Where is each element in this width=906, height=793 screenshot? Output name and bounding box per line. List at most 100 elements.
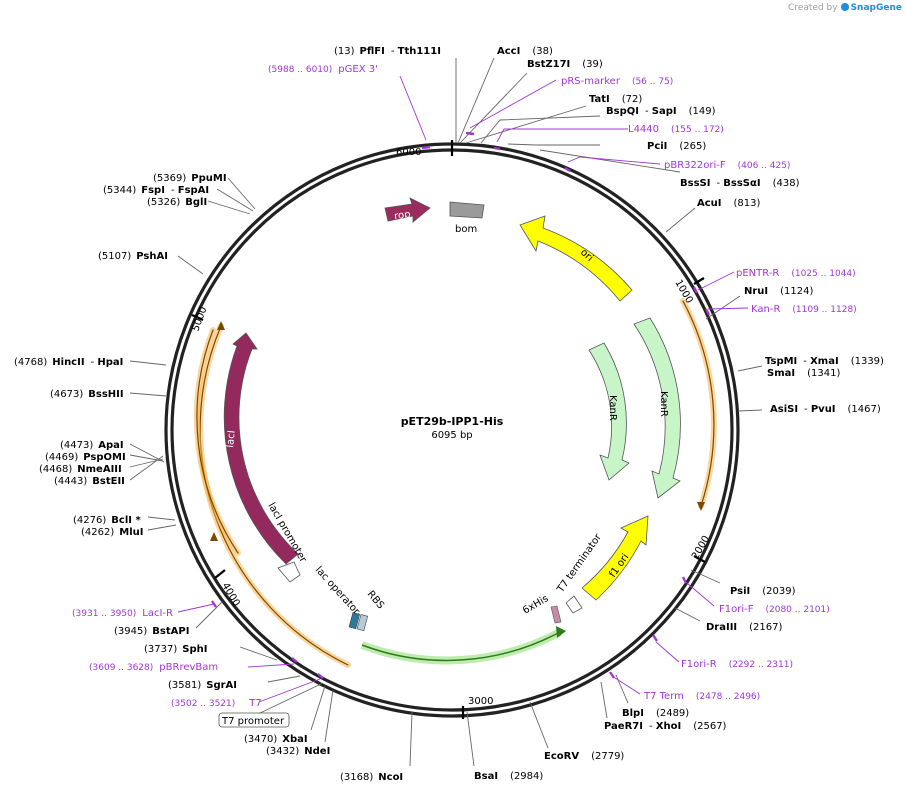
- enzyme-name: BsaI: [474, 771, 498, 782]
- enzyme-label: PsiI(2039): [730, 586, 796, 597]
- primer-name: pBRrevBam: [159, 662, 218, 673]
- enzyme-label: (4469)PspOMI: [45, 452, 126, 463]
- laci-label: lacI: [225, 430, 238, 448]
- enzyme-pos: (3581): [168, 680, 201, 691]
- enzyme-label: (4276)BclI *: [73, 515, 141, 526]
- enzyme-sep: -: [716, 178, 723, 189]
- primer-range: (406 .. 425): [738, 161, 791, 171]
- enzyme-label: TspMI- XmaI(1339): [765, 356, 884, 367]
- enzyme-pos: (4443): [54, 476, 87, 487]
- his-tag-feature: 6xHis: [521, 593, 562, 624]
- enzyme-label: BstZ17I(39): [527, 59, 603, 70]
- enzyme-pos: (149): [689, 106, 716, 117]
- enzyme-pos: (1341): [807, 368, 840, 379]
- enzyme-sep: -: [803, 356, 810, 367]
- enzyme-pos: (39): [582, 59, 603, 70]
- enzyme-label: (4768)HincII- HpaI: [14, 357, 123, 368]
- enzyme-pos: (4673): [50, 389, 83, 400]
- enzyme-name: NruI: [744, 286, 768, 297]
- credit-prefix: Created by: [788, 3, 838, 13]
- rop-label: rop: [394, 209, 412, 222]
- primer-range: (1025 .. 1044): [791, 269, 855, 279]
- primer-name: LacI-R: [142, 608, 173, 619]
- enzyme-name: PaeR7I: [604, 721, 643, 732]
- enzyme-pos: (4469): [45, 452, 78, 463]
- enzyme-label: (4443) BstEII: [54, 476, 125, 487]
- enzyme-name: NmeAIII: [77, 464, 121, 475]
- enzyme-labels: (13)PflFI- Tth111I AccI(38) BstZ17I(39) …: [14, 46, 884, 783]
- enzyme-label: BsaI (2984): [474, 771, 543, 782]
- plasmid-length: 6095 bp: [431, 430, 472, 441]
- primer-range: (155 .. 172): [671, 125, 724, 135]
- primer-marks: [211, 131, 711, 679]
- enzyme-name: HpaI: [97, 357, 123, 368]
- enzyme-label: (3432)NdeI: [266, 746, 330, 757]
- primer-label: L4440 (155 .. 172): [628, 124, 724, 135]
- enzyme-label: (4262)MluI: [81, 527, 143, 538]
- enzyme-label: (4673) BssHII: [50, 389, 124, 400]
- enzyme-label: DraIII (2167): [706, 622, 783, 633]
- enzyme-pos: (2167): [749, 622, 782, 633]
- enzyme-pos: (1124): [780, 286, 813, 297]
- enzyme-name: DraIII: [706, 622, 737, 633]
- enzyme-pos: (813): [734, 198, 761, 209]
- bom-label: bom: [455, 224, 477, 235]
- lac-operator-feature: lac operator RBS: [313, 565, 386, 632]
- enzyme-label: (3168)NcoI: [340, 772, 403, 783]
- tick-label: 4000: [219, 581, 241, 609]
- primer-label: F1ori-R(2292 .. 2311): [681, 659, 793, 670]
- enzyme-name: BlpI: [622, 708, 644, 719]
- enzyme-label: (3581)SgrAI: [168, 680, 237, 691]
- enzyme-pos: (2489): [656, 708, 689, 719]
- enzyme-name: NcoI: [378, 772, 403, 783]
- primer-name: F1ori-F: [719, 604, 754, 615]
- enzyme-pos: (438): [773, 178, 800, 189]
- enzyme-pos: (3432): [266, 746, 299, 757]
- primer-range: (3609 .. 3628): [89, 663, 153, 673]
- enzyme-sep: -: [804, 404, 811, 415]
- enzyme-name: XbaI: [282, 734, 307, 745]
- t7-promoter-label: T7 promoter: [221, 716, 285, 727]
- enzyme-name: XmaI: [810, 356, 839, 367]
- enzyme-name: FspAI: [178, 185, 209, 196]
- kanr-outer-feature: KanR: [633, 317, 681, 499]
- enzyme-pos: (13): [334, 46, 355, 57]
- enzyme-pos: (2984): [510, 771, 543, 782]
- primer-name: L4440: [628, 124, 659, 135]
- primer-label: pBR322ori-F(406 .. 425): [664, 160, 790, 171]
- enzyme-name: PshAI: [136, 251, 168, 262]
- enzyme-label: (13)PflFI- Tth111I: [334, 46, 441, 57]
- enzyme-name: BstEII: [92, 476, 125, 487]
- t7-promoter-feature: T7 promoter: [218, 682, 324, 728]
- enzyme-sep: -: [91, 357, 98, 368]
- enzyme-name: BspQI: [606, 106, 639, 117]
- ori-feature: ori: [519, 215, 633, 302]
- primer-range: (3502 .. 3521): [171, 699, 235, 709]
- orf-highlights: [193, 298, 717, 668]
- enzyme-sep: -: [171, 185, 178, 196]
- enzyme-name: XhoI: [656, 721, 681, 732]
- enzyme-pos: (1339): [851, 356, 884, 367]
- primer-label: F1ori-F (2080 .. 2101): [719, 604, 830, 615]
- enzyme-name: PciI: [647, 141, 667, 152]
- primer-name: F1ori-R: [681, 659, 717, 670]
- enzyme-pos: (4262): [81, 527, 114, 538]
- enzyme-label: AsiSI- PvuI(1467): [770, 404, 881, 415]
- enzyme-label: (5326)BglI: [147, 197, 207, 208]
- enzyme-name: BclI *: [111, 515, 141, 526]
- major-ticks: [191, 140, 706, 719]
- enzyme-name: BssHII: [88, 389, 123, 400]
- primer-range: (2080 .. 2101): [765, 605, 829, 615]
- enzyme-name: PsiI: [730, 586, 750, 597]
- primer-label: (5988 .. 6010)pGEX 3': [268, 64, 378, 75]
- enzyme-name: SmaI: [767, 368, 795, 379]
- primer-range: (3931 .. 3950): [72, 609, 136, 619]
- enzyme-leaders: [129, 57, 763, 767]
- primer-range: (1109 .. 1128): [792, 305, 856, 315]
- enzyme-name: AccI: [497, 46, 520, 57]
- enzyme-label: EcoRV(2779): [544, 751, 624, 762]
- enzyme-sep: -: [649, 721, 656, 732]
- primer-label: Kan-R(1109 .. 1128): [751, 304, 857, 315]
- primer-label: (3609 .. 3628) pBRrevBam: [89, 662, 218, 673]
